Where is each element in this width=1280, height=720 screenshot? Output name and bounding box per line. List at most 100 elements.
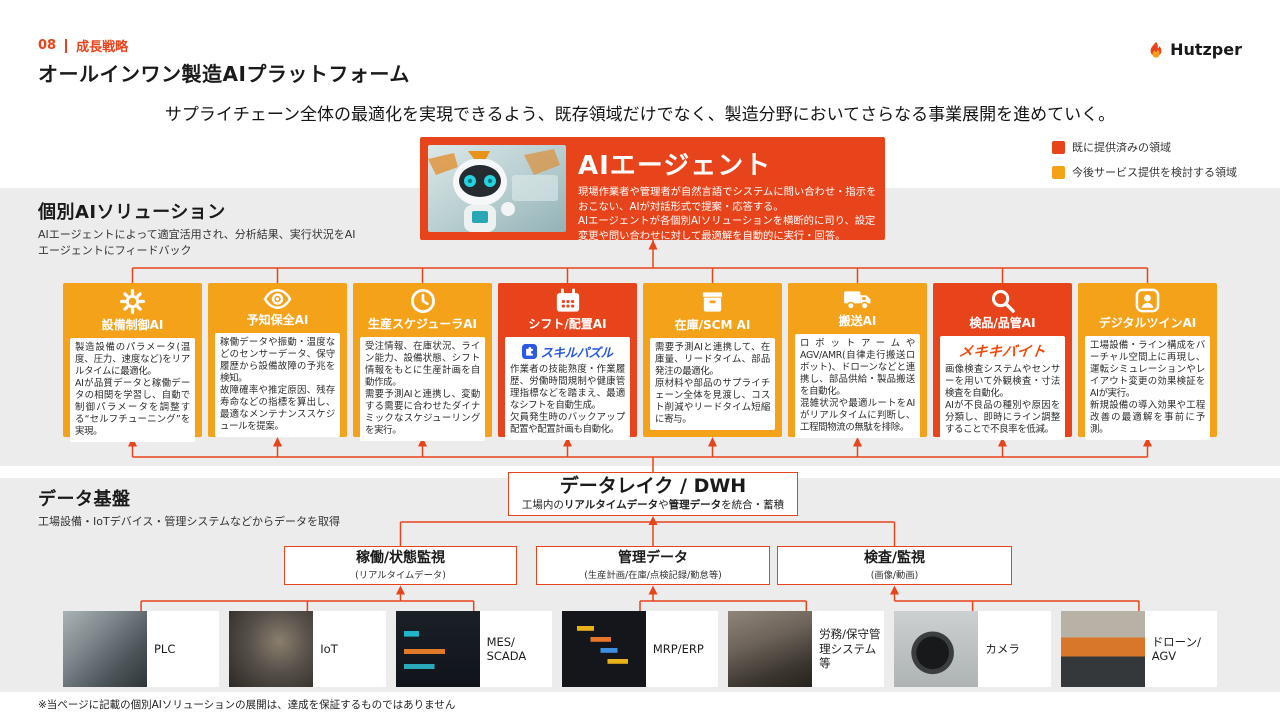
source-labor-maintenance-system: 労務/保守管理システム等	[728, 611, 885, 687]
solution-description: 作業者の技能熟度・作業履歴、労働時間規制や健康管理指標などを踏まえ、最適なシフト…	[510, 364, 625, 435]
category-subtitle: (画像/動画)	[870, 569, 919, 581]
category-title: 検査/監視	[863, 550, 926, 567]
source-label: IoT	[320, 641, 338, 656]
flame-icon	[1150, 41, 1162, 58]
solution-card-equipment-control: 設備制御AI 製造設備のパラメータ(温度、圧力、速度など)をリアルタイムに最適化…	[63, 283, 202, 442]
ai-agent-text: AIエージェント 現場作業者や管理者が自然言語でシステムに問い合わせ・指示をおこ…	[578, 145, 877, 242]
solution-card-shift-assignment: シフト/配置AI スキルパズル 作業者の技能熟度・作業履歴、労働時間規制や健康管…	[498, 283, 637, 440]
category-subtitle: (生産計画/在庫/点検記録/勤怠等)	[584, 569, 722, 581]
solutions-row: 設備制御AI 製造設備のパラメータ(温度、圧力、速度など)をリアルタイムに最適化…	[63, 283, 1217, 442]
mekikibyte-logo-text: メキキバイト	[957, 344, 1047, 360]
legend: 既に提供済みの領域 今後サービス提供を検討する領域	[1052, 139, 1237, 180]
category-title: 管理データ	[618, 550, 688, 567]
dwh-title: データレイク / DWH	[559, 475, 747, 498]
truck-icon	[843, 288, 872, 311]
solution-title: 在庫/SCM AI	[674, 318, 751, 333]
source-mes-scada: MES/ SCADA	[395, 611, 552, 687]
source-iot: IoT	[229, 611, 386, 687]
solution-description-card: ロボットアームやAGV/AMR(自律走行搬送ロボット)、ドローンなどと連携し、部…	[795, 334, 920, 438]
magnifier-icon	[990, 288, 1015, 313]
mekikibyte-logo: メキキバイト	[945, 341, 1060, 361]
slide-tag: 08 成長戦略	[38, 36, 128, 55]
clock-icon	[410, 288, 436, 314]
data-sources-row: PLC IoT MES/ SCADA MRP/ERP 労務/保守管理システム等 …	[63, 611, 1217, 687]
slide-number: 08	[38, 38, 57, 53]
brand-name: Hutzper	[1170, 40, 1242, 59]
category-title: 稼働/状態監視	[355, 550, 446, 567]
avatar-frame-icon	[1135, 288, 1160, 313]
category-box-operation-monitoring: 稼働/状態監視 (リアルタイムデータ)	[284, 546, 517, 585]
data-section-description: 工場設備・IoTデバイス・管理システムなどからデータを取得	[38, 515, 341, 528]
solutions-section-title: 個別AIソリューション	[38, 202, 226, 223]
solution-description-card: 稼働データや振動・温度などのセンサーデータ、保守履歴から設備故障の予兆を検知。 …	[215, 333, 340, 437]
solution-title: 搬送AI	[838, 314, 877, 328]
solutions-section-description: AIエージェントによって適宜活用され、分析結果、実行状況をAIエージェントにフィ…	[38, 228, 356, 257]
category-box-inspection-monitoring: 検査/監視 (画像/動画)	[777, 546, 1012, 585]
solution-description-card: 受注情報、在庫状況、ライン能力、設備状態、シフト情報をもとに生産計画を自動作成。…	[360, 337, 485, 441]
footer-note: ※当ページに記載の個別AIソリューションの展開は、達成を保証するものではありませ…	[38, 699, 456, 711]
solution-card-inspection-quality: 検品/品管AI メキキバイト 画像検査システムやセンサーを用いて外観検査・寸法検…	[933, 283, 1072, 440]
ai-agent-description: 現場作業者や管理者が自然言語でシステムに問い合わせ・指示をおこない、AIが対話形…	[578, 186, 877, 242]
solution-title: 検品/品管AI	[969, 316, 1036, 330]
source-plc: PLC	[63, 611, 220, 687]
laptop-photo	[728, 611, 813, 687]
gear-icon	[119, 288, 146, 315]
solutions-section-label: 個別AIソリューション AIエージェントによって適宜活用され、分析結果、実行状況…	[38, 198, 358, 259]
solution-description-card: 製造設備のパラメータ(温度、圧力、速度など)をリアルタイムに最適化。 AIが品質…	[70, 338, 195, 442]
page-title: オールインワン製造AIプラットフォーム	[38, 62, 410, 86]
source-mrp-erp: MRP/ERP	[561, 611, 719, 687]
source-label: 労務/保守管理システム等	[819, 627, 881, 671]
data-section-label: データ基盤 工場設備・IoTデバイス・管理システムなどからデータを取得	[38, 485, 458, 530]
solution-title: 設備制御AI	[101, 318, 164, 332]
legend-planned-swatch	[1052, 165, 1065, 179]
solution-description: 受注情報、在庫状況、ライン能力、設備状態、シフト情報をもとに生産計画を自動作成。…	[365, 341, 480, 436]
solution-card-production-scheduler: 生産スケジューラAI 受注情報、在庫状況、ライン能力、設備状態、シフト情報をもと…	[353, 283, 492, 441]
solution-description-card: スキルパズル 作業者の技能熟度・作業履歴、労働時間規制や健康管理指標などを踏まえ…	[505, 337, 630, 440]
category-subtitle: (リアルタイムデータ)	[355, 569, 446, 581]
skillpuzzle-logo-text: スキルパズル	[540, 345, 613, 360]
page-subtitle: サプライチェーン全体の最適化を実現できるよう、既存領域だけでなく、製造分野におい…	[164, 105, 1116, 125]
skillpuzzle-logo: スキルパズル	[510, 342, 625, 361]
solution-title: 生産スケジューラAI	[368, 317, 477, 331]
solution-description-card: 工場設備・ライン構成をバーチャル空間上に再現し、運転シミュレーションやレイアウト…	[1085, 336, 1210, 440]
solution-description: ロボットアームやAGV/AMR(自律走行搬送ロボット)、ドローンなどと連携し、部…	[800, 338, 915, 433]
package-icon	[700, 288, 725, 315]
solution-description: 工場設備・ライン構成をバーチャル空間上に再現し、運転シミュレーションやレイアウト…	[1090, 340, 1205, 435]
source-label: PLC	[154, 641, 176, 656]
dashboard-photo	[395, 611, 480, 687]
ai-agent-title: AIエージェント	[578, 151, 772, 181]
calendar-icon	[555, 288, 581, 314]
solution-description: 画像検査システムやセンサーを用いて外観検査・寸法検査を自動化。 AIが不良品の種…	[945, 364, 1060, 435]
legend-provided-label: 既に提供済みの領域	[1072, 141, 1171, 154]
ai-agent-card: AIエージェント 現場作業者や管理者が自然言語でシステムに問い合わせ・指示をおこ…	[420, 137, 885, 242]
smartwatch-photo	[229, 611, 314, 687]
source-label: MES/ SCADA	[486, 634, 527, 663]
camera-photo	[894, 611, 979, 687]
category-box-management-data: 管理データ (生産計画/在庫/点検記録/勤怠等)	[536, 546, 770, 585]
eye-icon	[263, 288, 292, 310]
slide-section-label: 成長戦略	[76, 40, 129, 55]
source-label: MRP/ERP	[652, 641, 704, 656]
plc-photo	[63, 611, 147, 687]
solution-description: 需要予測AIと連携して、在庫量、リードタイム、部品発注の最適化。 原材料や部品の…	[655, 342, 770, 426]
data-lake-dwh-box: データレイク / DWH 工場内のリアルタイムデータや管理データを統合・蓄積	[508, 472, 798, 516]
source-camera: カメラ	[894, 611, 1051, 687]
solution-title: デジタルツインAI	[1098, 316, 1197, 330]
legend-planned-label: 今後サービス提供を検討する領域	[1072, 166, 1237, 179]
agv-photo	[1060, 611, 1145, 687]
hutzper-logo: Hutzper	[1147, 40, 1242, 59]
legend-provided-swatch	[1052, 140, 1065, 154]
puzzle-icon	[522, 344, 538, 359]
source-drone-agv: ドローン/ AGV	[1060, 611, 1217, 687]
gantt-photo	[561, 611, 646, 687]
robot-photo	[428, 145, 566, 232]
solution-description-card: 需要予測AIと連携して、在庫量、リードタイム、部品発注の最適化。 原材料や部品の…	[650, 338, 775, 430]
legend-planned: 今後サービス提供を検討する領域	[1052, 164, 1237, 180]
solution-card-inventory-scm: 在庫/SCM AI 需要予測AIと連携して、在庫量、リードタイム、部品発注の最適…	[643, 283, 782, 437]
solution-card-transport: 搬送AI ロボットアームやAGV/AMR(自律走行搬送ロボット)、ドローンなどと…	[788, 283, 927, 438]
solution-title: シフト/配置AI	[528, 317, 607, 331]
data-section-title: データ基盤	[38, 489, 131, 510]
source-label: カメラ	[985, 641, 1020, 656]
slide-tag-divider	[65, 38, 68, 53]
dwh-subtitle: 工場内のリアルタイムデータや管理データを統合・蓄積	[521, 498, 785, 511]
